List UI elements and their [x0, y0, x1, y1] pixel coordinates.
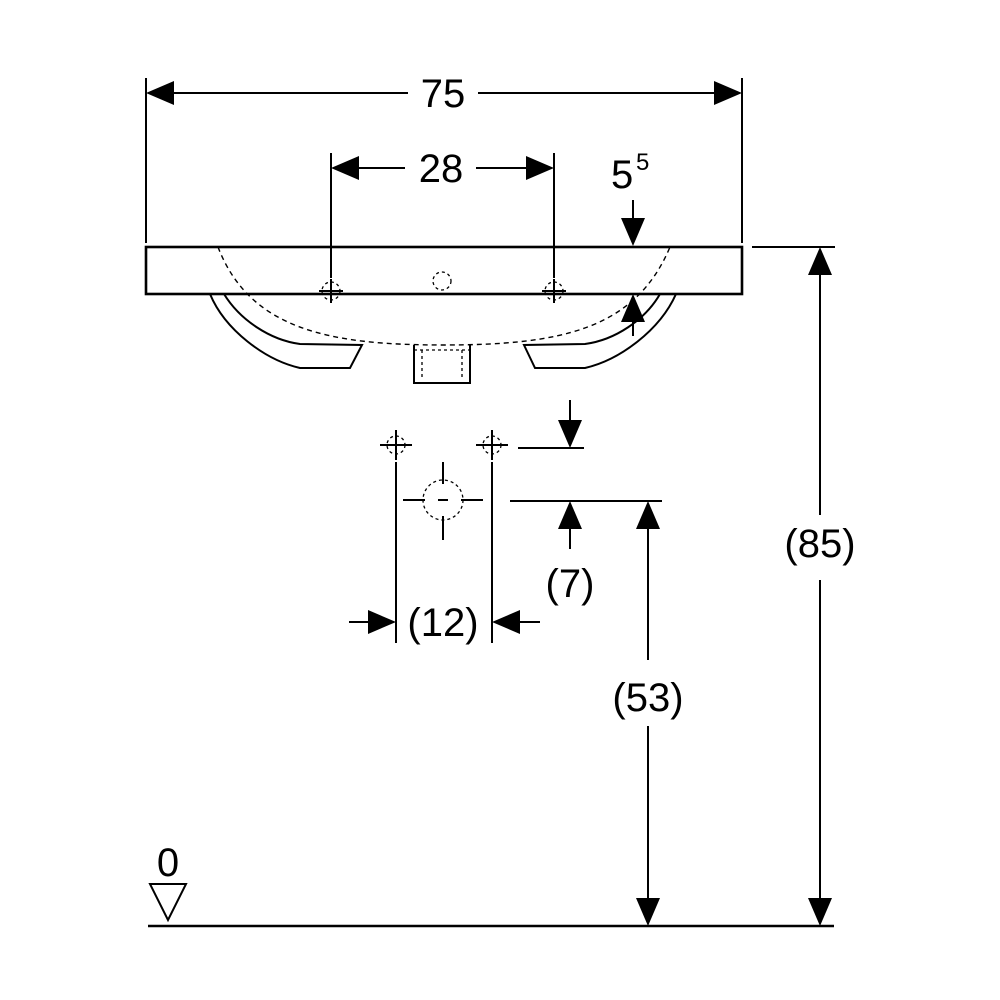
- supply-offset-label: (7): [546, 562, 595, 606]
- supply-spacing-label: (12): [407, 601, 478, 645]
- tap-hole-right: [542, 279, 566, 303]
- rim-height-label: (85): [784, 522, 855, 566]
- tap-hole-left: [319, 279, 343, 303]
- supply-connections: [380, 430, 508, 643]
- rim-height-dimension: (85): [752, 246, 856, 926]
- rim-thickness-dimension: 5 5: [611, 149, 649, 336]
- drain-height-dimension: (53): [612, 501, 684, 926]
- level-marker-icon: [148, 883, 188, 923]
- supply-spacing-dimension: (12): [349, 601, 540, 645]
- supply-offset-dimension: (7): [510, 400, 662, 606]
- tap-spacing-dimension: 28: [330, 147, 555, 278]
- drain-height-label: (53): [612, 676, 683, 720]
- basin-outline: [144, 245, 744, 384]
- overall-width-label: 75: [421, 72, 466, 116]
- rim-thickness-superscript: 5: [636, 149, 649, 176]
- tap-spacing-label: 28: [419, 147, 464, 191]
- floor-level: 0: [148, 841, 834, 928]
- tap-hole-center: [432, 271, 452, 291]
- rim-thickness-label: 5: [611, 153, 633, 197]
- overall-width-dimension: 75: [145, 72, 743, 243]
- floor-level-label: 0: [157, 841, 179, 885]
